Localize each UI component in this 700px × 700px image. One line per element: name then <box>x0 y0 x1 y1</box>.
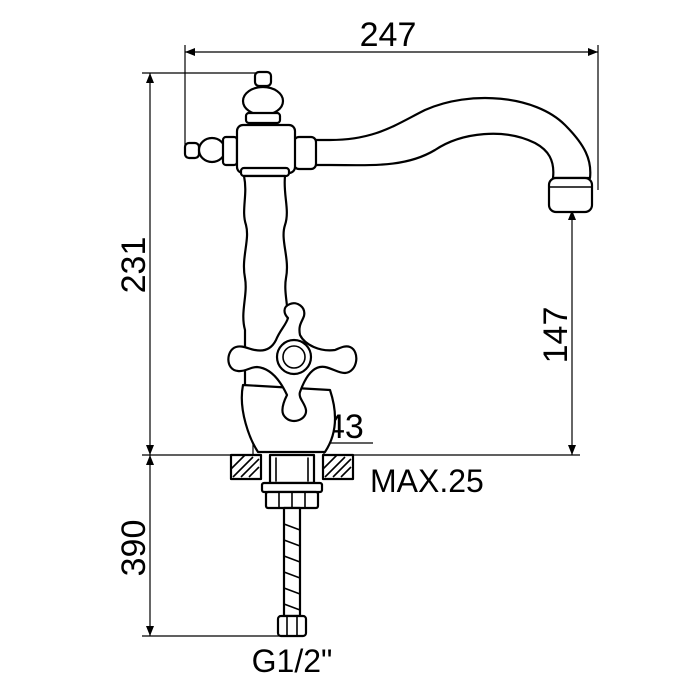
spout-height-value: 147 <box>537 307 575 364</box>
dimension-hose-length: 390 <box>115 455 290 637</box>
finial-icon <box>241 70 285 125</box>
dimension-spout-height: 147 <box>340 210 580 456</box>
dimension-overall-width: 247 <box>184 16 599 190</box>
cross-handle-icon <box>227 302 358 423</box>
handle-cap-icon <box>275 338 313 376</box>
hub-icon <box>235 123 297 175</box>
max-thickness-label: MAX.25 <box>370 463 484 499</box>
flexible-hose-icon <box>276 506 308 638</box>
spout-icon <box>292 96 594 214</box>
overall-width-value: 247 <box>360 16 417 54</box>
countertop-icon <box>229 453 355 481</box>
mounting-shank-icon <box>260 453 324 510</box>
total-height-value: 231 <box>115 237 153 294</box>
left-knob-icon <box>183 135 239 167</box>
dimension-total-height: 231 <box>115 72 260 456</box>
hose-length-value: 390 <box>115 520 153 577</box>
faucet-icon <box>183 70 594 638</box>
connection-thread-label: G1/2" <box>252 643 333 679</box>
hub-collar-icon <box>239 166 291 178</box>
